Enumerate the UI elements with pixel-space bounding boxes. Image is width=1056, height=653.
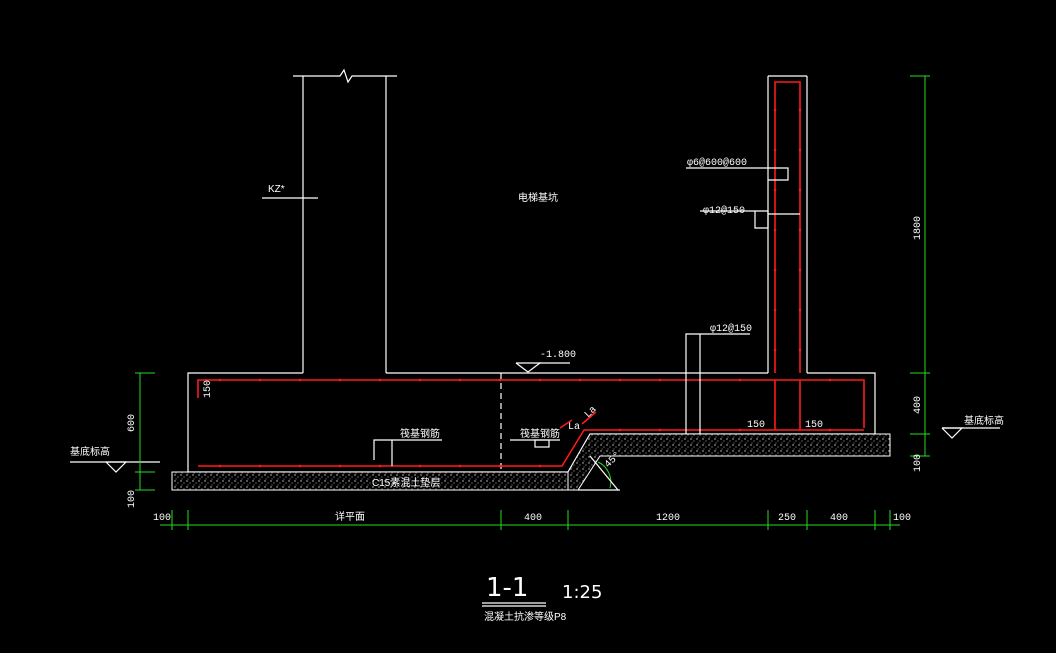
dim-bottom-7: 100 — [893, 513, 911, 524]
stirrup-label: φ6@600@600 — [687, 157, 747, 169]
bar1-label: φ12@150 — [703, 205, 745, 217]
subtitle-label: 混凝土抗渗等级P8 — [484, 610, 567, 623]
leaders — [373, 167, 800, 466]
dims-bottom: 100 详平面 400 1200 250 400 100 — [153, 510, 911, 524]
base-elev-label-left: 基底标高 — [70, 445, 110, 458]
section-title: 1-1 — [486, 573, 528, 603]
dim-bottom-2: 详平面 — [335, 510, 365, 523]
pit-label: 电梯基坑 — [518, 191, 558, 204]
dim-bottom-3: 400 — [524, 513, 542, 524]
dim-left-1: 600 — [127, 414, 138, 432]
scale-label: 1:25 — [562, 582, 602, 603]
dim-right-3: 100 — [913, 454, 924, 472]
cover-label: 150 — [203, 380, 214, 398]
dim-right-1: 1800 — [913, 216, 924, 240]
dimension-lines — [135, 75, 930, 530]
rebar-dots — [218, 108, 832, 468]
angle-mark — [589, 455, 619, 491]
title-block: 1-1 1:25 混凝土抗渗等级P8 — [482, 573, 602, 623]
bar2-label: φ12@150 — [710, 323, 752, 335]
c15-label: C15素混土垫层 — [372, 476, 440, 489]
dim-bottom-5: 250 — [778, 513, 796, 524]
column-label: KZ* — [268, 184, 285, 195]
dims-left: 600 100 — [127, 414, 138, 508]
dim-right-2: 400 — [913, 396, 924, 414]
base-rebar-label-left: 筏基钢筋 — [400, 427, 440, 440]
rebar — [197, 81, 865, 467]
base-elev-markers — [70, 427, 1000, 473]
la-label-2: La — [583, 405, 599, 421]
dim-left-2: 100 — [127, 490, 138, 508]
la-label-1: La — [568, 422, 580, 433]
pit-wall — [767, 75, 808, 373]
dim-bottom-4: 1200 — [656, 513, 680, 524]
c15-blinding — [171, 433, 891, 491]
wall-cover-label-b: 150 — [805, 420, 823, 431]
dims-right: 1800 400 100 — [913, 216, 924, 472]
base-elev-label-right: 基底标高 — [964, 414, 1004, 427]
elevation-label: -1.800 — [540, 350, 576, 361]
dim-bottom-6: 400 — [830, 513, 848, 524]
wall-cover-label-a: 150 — [747, 420, 765, 431]
raft-slab — [187, 372, 876, 473]
dim-bottom-1: 100 — [153, 513, 171, 524]
base-rebar-label-right: 筏基钢筋 — [520, 427, 560, 440]
column — [262, 68, 397, 373]
